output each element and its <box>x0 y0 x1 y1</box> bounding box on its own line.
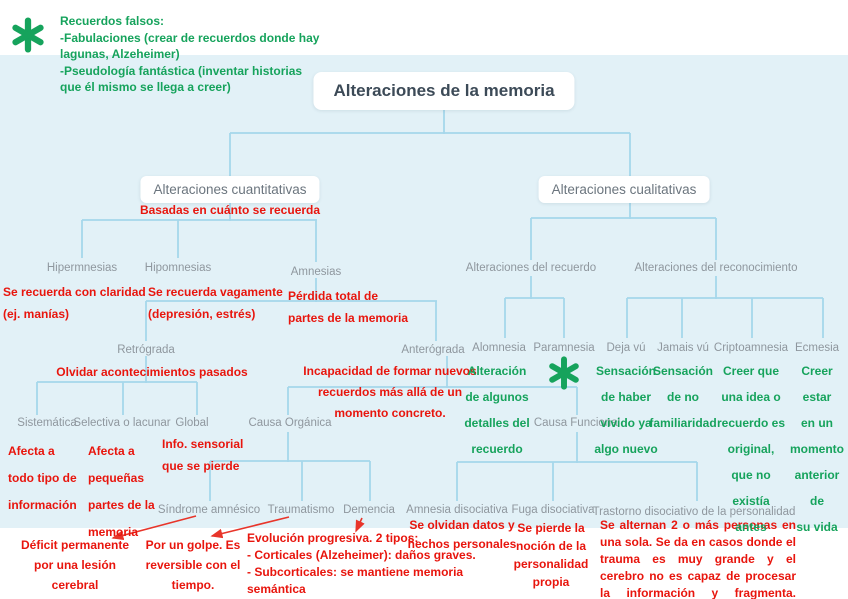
demencia-desc: Evolución progresiva. 2 tipos: - Cortica… <box>247 530 476 598</box>
fuga-disociativa-desc: Se pierde la noción de la personalidad p… <box>513 521 589 589</box>
demencia-desc-line2: - Corticales (Alzeheimer): daños graves. <box>247 548 476 562</box>
node-dejavu: Deja vú <box>606 342 646 354</box>
node-causa-funcional: Causa Funcional <box>533 417 621 429</box>
criptoamnesia-desc: Creer que una idea o recuerdo es origina… <box>716 364 786 534</box>
node-trastorno-disociativo: Trastorno disociativo de la personalidad <box>592 506 796 518</box>
node-cualitativas: Alteraciones cualitativas <box>538 176 710 203</box>
retrograda-desc: Olvidar acontecimientos pasados <box>56 365 248 379</box>
hipomnesias-desc: Se recuerda vagamente (depresión, estrés… <box>148 285 283 321</box>
anterograda-desc: Incapacidad de formar nuevos recuerdos m… <box>303 364 477 420</box>
jamaisvu-desc: Sensación de no familiaridad <box>649 364 717 430</box>
node-retrograda: Retrógrada <box>117 344 175 356</box>
node-sindrome-amnesico: Síndrome amnésico <box>157 504 261 516</box>
node-demencia: Demencia <box>343 504 395 516</box>
note-fabulaciones-cont: lagunas, Alzeheimer) <box>60 47 180 61</box>
node-paramnesia: Paramnesia <box>533 342 595 354</box>
node-hipermnesias: Hipermnesias <box>46 262 118 274</box>
alomnesia-desc: Alteración de algunos detalles del recue… <box>464 364 530 456</box>
node-alt-recuerdo: Alteraciones del recuerdo <box>465 262 597 274</box>
legend-note: Recuerdos falsos: -Fabulaciones (crear d… <box>60 13 319 96</box>
demencia-desc-line1: Evolución progresiva. 2 tipos: <box>247 531 419 545</box>
dejavu-desc: Sensación de haber vivido ya algo nuevo <box>594 364 658 456</box>
demencia-desc-line4: semántica <box>247 582 306 596</box>
note-pseudologia-cont: que él mismo se llega a creer) <box>60 80 231 94</box>
node-global: Global <box>175 417 209 429</box>
note-fabulaciones: -Fabulaciones (crear de recuerdos donde … <box>60 30 320 45</box>
node-amnesias: Amnesias <box>290 266 342 278</box>
ecmesia-desc: Creer estar en un momento anterior de su… <box>790 364 844 534</box>
node-criptoamnesia: Criptoamnesia <box>713 342 789 354</box>
node-cuantitativas: Alteraciones cuantitativas <box>140 176 320 203</box>
node-anterograda: Anterógrada <box>401 344 465 356</box>
global-desc: Info. sensorial que se pierde <box>162 437 244 473</box>
sistematica-desc: Afecta a todo tipo de información <box>8 444 77 512</box>
node-fuga-disociativa: Fuga disociativa <box>511 504 595 516</box>
node-amnesia-disociativa: Amnesia disociativa <box>406 504 508 516</box>
traumatismo-desc: Por un golpe. Es reversible con el tiemp… <box>145 538 241 592</box>
node-sistematica: Sistemática <box>17 417 77 429</box>
node-traumatismo: Traumatismo <box>267 504 335 516</box>
trastorno-desc: Se alternan 2 o más personas en una sola… <box>600 518 796 599</box>
node-selectiva: Selectiva o lacunar <box>73 417 171 429</box>
hipermnesias-desc: Se recuerda con claridad (ej. manías) <box>3 285 146 321</box>
false-memories-asterisk-icon <box>12 17 44 53</box>
cuantitativas-subtitle: Basadas en cuánto se recuerda <box>139 203 321 217</box>
node-jamaisvu: Jamais vú <box>657 342 709 354</box>
node-root-title: Alteraciones de la memoria <box>313 72 575 110</box>
note-title: Recuerdos falsos: <box>60 14 165 28</box>
amnesia-disociativa-desc: Se olvidan datos y hechos personales <box>407 518 517 551</box>
node-alomnesia: Alomnesia <box>472 342 526 354</box>
node-alt-reconocimiento: Alteraciones del reconocimiento <box>634 262 798 274</box>
node-causa-organica: Causa Orgánica <box>248 417 332 429</box>
sindrome-desc: Déficit permanente por una lesión cerebr… <box>20 538 130 592</box>
note-pseudologia: -Pseudología fantástica (inventar histor… <box>60 63 303 78</box>
amnesias-desc: Pérdida total de partes de la memoria <box>288 289 409 325</box>
selectiva-desc: Afecta a pequeñas partes de la memoria <box>88 444 155 539</box>
node-hipomnesias: Hipomnesias <box>144 262 212 274</box>
demencia-desc-line3: - Subcorticales: se mantiene memoria <box>247 565 464 579</box>
paramnesia-asterisk-icon <box>549 356 579 390</box>
node-ecmesia: Ecmesia <box>794 342 840 354</box>
